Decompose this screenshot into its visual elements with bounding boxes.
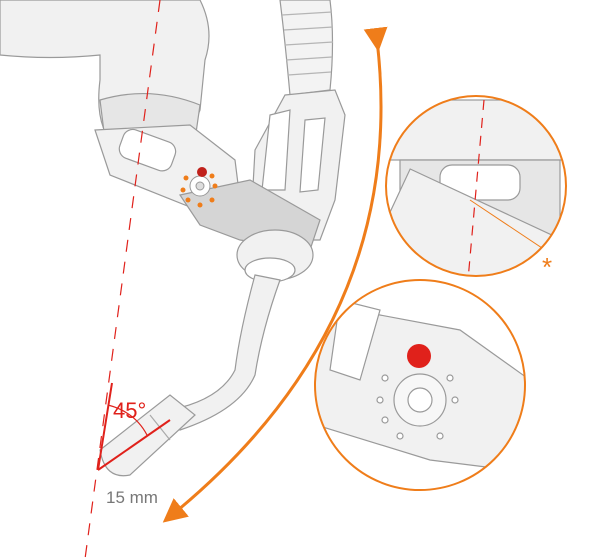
angle-label: 45° bbox=[113, 398, 146, 423]
torch-axis-line bbox=[97, 419, 171, 471]
selected-hole-marker bbox=[407, 344, 431, 368]
detail-circle-joint bbox=[314, 279, 526, 491]
hose bbox=[279, 0, 334, 96]
detail-marker: * bbox=[542, 252, 552, 282]
vertical-reference-line bbox=[97, 382, 113, 471]
rotation-arrow bbox=[162, 26, 388, 523]
distance-label: 15 mm bbox=[106, 488, 158, 507]
angle-arc bbox=[107, 404, 148, 436]
detail-circle-top: * bbox=[385, 95, 567, 282]
tool-axis-line bbox=[84, 0, 161, 559]
